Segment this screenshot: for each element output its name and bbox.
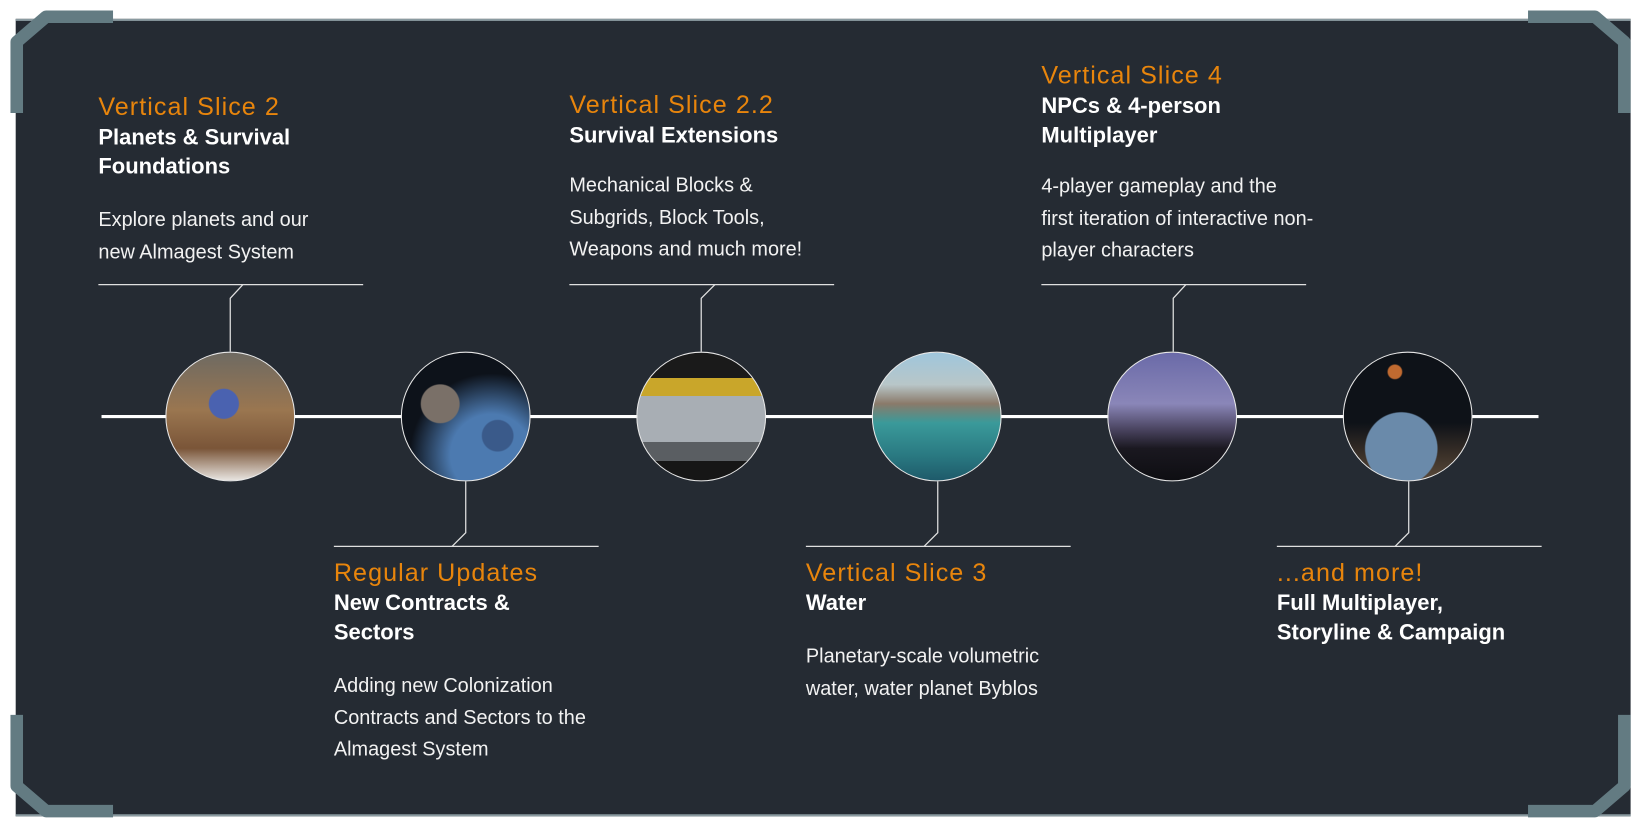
connector-vs4 (1172, 284, 1187, 352)
milestone-image-players (1107, 351, 1238, 482)
milestone-image-mechanical-block (636, 351, 767, 482)
milestone-subtitle: Water (805, 591, 867, 616)
milestone-title: Vertical Slice 4 (1041, 61, 1223, 91)
milestone-vertical-slice-2: Vertical Slice 2 Planets & Survival Foun… (98, 92, 370, 269)
milestone-title: Vertical Slice 2 (98, 93, 280, 122)
milestone-subtitle: Survival Extensions (569, 123, 779, 148)
frame-corner-top-left (10, 10, 114, 114)
connector-vs3 (923, 481, 939, 547)
milestone-image-astronaut (165, 351, 296, 482)
milestone-title: Vertical Slice 3 (805, 558, 988, 588)
milestone-subtitle: NPCs & 4-person Multiplayer (1041, 94, 1221, 148)
milestone-subtitle: New Contracts & Sectors (333, 591, 510, 645)
milestone-title: Regular Updates (333, 558, 539, 588)
milestone-subtitle: Full Multiplayer, Storyline & Campaign (1276, 591, 1506, 645)
milestone-description: Explore planets and our new Almagest Sys… (98, 209, 309, 264)
connector-vs22 (700, 284, 716, 352)
connector-updates (451, 481, 467, 547)
frame-corner-top-right (1528, 10, 1631, 114)
milestone-description: Adding new Colonization Contracts and Se… (333, 675, 586, 761)
milestone-regular-updates: Regular Updates New Contracts & Sectors … (334, 558, 606, 767)
milestone-vertical-slice-3: Vertical Slice 3 Water Planetary-scale v… (806, 558, 1078, 706)
milestone-description: Planetary-scale volumetric water, water … (805, 645, 1040, 700)
milestone-and-more: ...and more! Full Multiplayer, Storyline… (1277, 558, 1549, 648)
connector-vs2 (229, 284, 244, 352)
milestone-image-water (871, 351, 1002, 482)
milestone-vertical-slice-2-2: Vertical Slice 2.2 Survival Extensions M… (569, 90, 841, 266)
milestone-description: 4-player gameplay and the first iteratio… (1041, 175, 1314, 262)
milestone-subtitle: Planets & Survival Foundations (98, 125, 291, 179)
connector-more (1394, 481, 1410, 547)
milestone-image-asteroid-ship (400, 351, 531, 482)
frame-corner-bottom-right (1528, 714, 1631, 818)
frame-corner-bottom-left (10, 714, 114, 818)
milestone-vertical-slice-4: Vertical Slice 4 NPCs & 4-person Multipl… (1041, 61, 1313, 268)
milestone-title: ...and more! (1276, 558, 1424, 588)
milestone-title: Vertical Slice 2.2 (569, 91, 774, 120)
milestone-description: Mechanical Blocks & Subgrids, Block Tool… (569, 174, 803, 261)
milestone-image-planet (1342, 351, 1473, 482)
